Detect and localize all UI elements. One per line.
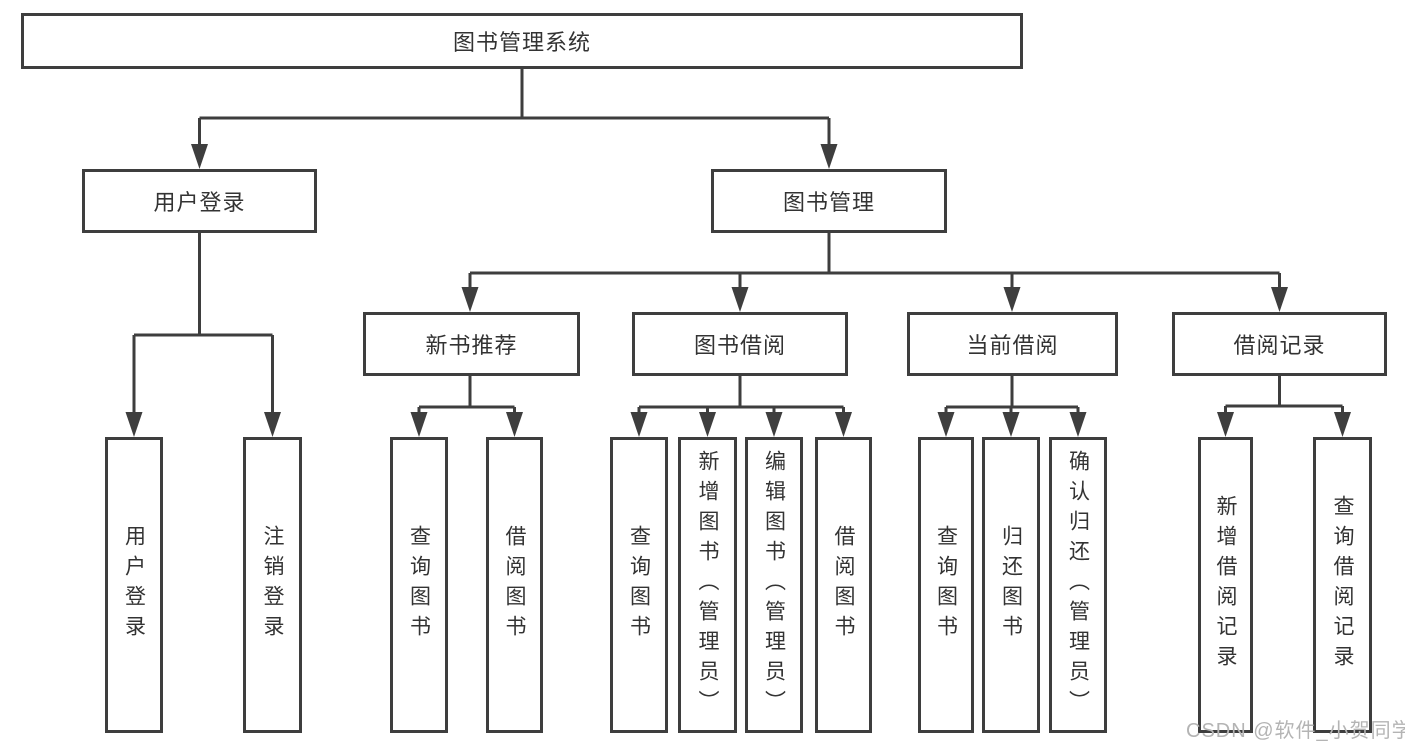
connector-userlogin-to-leaves <box>125 233 281 437</box>
leaf-query-books-current: 查询图书 <box>918 437 974 733</box>
leaf-return-books: 归还图书 <box>982 437 1040 733</box>
connector-current-to-leaves <box>937 376 1087 437</box>
node-user-login: 用户登录 <box>82 169 317 233</box>
node-new-book-recommend: 新书推荐 <box>363 312 580 376</box>
leaf-query-borrow-record: 查询借阅记录 <box>1313 437 1372 733</box>
node-book-management: 图书管理 <box>711 169 947 233</box>
leaf-edit-books-admin: 编辑图书（管理员） <box>745 437 803 733</box>
leaf-borrow-books-recommend: 借阅图书 <box>486 437 543 733</box>
connector-newbook-to-leaves <box>410 376 523 437</box>
leaf-logout: 注销登录 <box>243 437 302 733</box>
connector-root-to-level2 <box>191 69 838 169</box>
connector-borrow-to-leaves <box>630 376 852 437</box>
leaf-query-books-recommend: 查询图书 <box>390 437 448 733</box>
connector-records-to-leaves <box>1217 376 1351 437</box>
csdn-watermark: CSDN @软件_小贺同学 <box>1186 720 1405 742</box>
node-book-borrow: 图书借阅 <box>632 312 848 376</box>
leaf-borrow-books: 借阅图书 <box>815 437 872 733</box>
leaf-query-books-borrow: 查询图书 <box>610 437 668 733</box>
leaf-add-books-admin: 新增图书（管理员） <box>678 437 737 733</box>
node-root-system: 图书管理系统 <box>21 13 1023 69</box>
leaf-confirm-return-admin: 确认归还（管理员） <box>1049 437 1107 733</box>
node-borrow-records: 借阅记录 <box>1172 312 1387 376</box>
connector-bookmgmt-to-modules <box>461 233 1288 312</box>
arrowhead <box>191 144 208 169</box>
node-current-borrow: 当前借阅 <box>907 312 1118 376</box>
leaf-user-login: 用户登录 <box>105 437 163 733</box>
leaf-add-borrow-record: 新增借阅记录 <box>1198 437 1253 733</box>
arrowhead <box>820 144 838 169</box>
